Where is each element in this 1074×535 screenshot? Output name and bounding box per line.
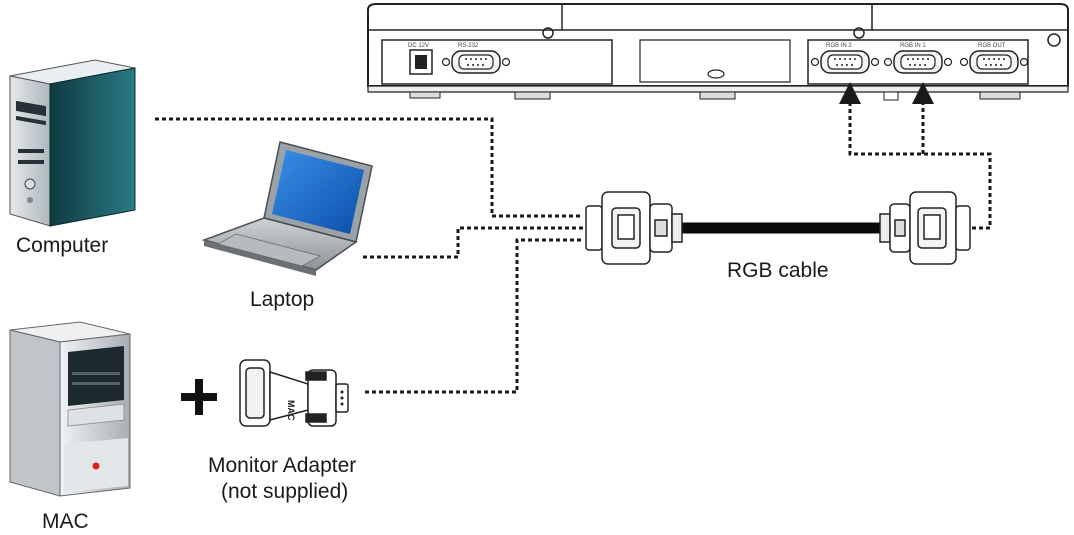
computer-tower-icon	[9, 59, 136, 227]
monitor-adapter-icon: MAC	[239, 359, 349, 427]
arrow-rgb-in-2	[839, 82, 861, 104]
plus-sign	[181, 379, 217, 415]
dc-in-label: DC 12V	[408, 43, 429, 49]
adapter-label-line1: Monitor Adapter	[208, 454, 356, 477]
rgb-cable-icon	[585, 191, 971, 265]
rgb-in-2-label: RGB IN 2	[826, 43, 852, 49]
rgb-cable-label: RGB cable	[727, 259, 829, 282]
svg-text:MAC: MAC	[286, 400, 296, 421]
rgb-in-1-label: RGB IN 1	[900, 43, 926, 49]
computer-label: Computer	[16, 234, 108, 257]
laptop-line	[363, 226, 583, 259]
device-rear-panel: DC 12V RS-232 RGB IN 2 RGB IN 1 RGB OUT	[367, 3, 1069, 101]
mac-label: MAC	[42, 510, 89, 533]
rgb-in-2-line	[848, 104, 992, 230]
computer-line	[155, 117, 583, 218]
connection-lines	[155, 104, 992, 394]
mac-tower-icon	[9, 321, 131, 497]
laptop-label: Laptop	[250, 288, 314, 311]
laptop-icon	[201, 141, 373, 276]
arrow-rgb-in-1	[912, 82, 934, 104]
adapter-line	[365, 238, 583, 394]
adapter-label-line2: (not supplied)	[221, 480, 348, 503]
rgb-out-label: RGB OUT	[978, 43, 1006, 49]
rs232-label: RS-232	[458, 43, 479, 49]
